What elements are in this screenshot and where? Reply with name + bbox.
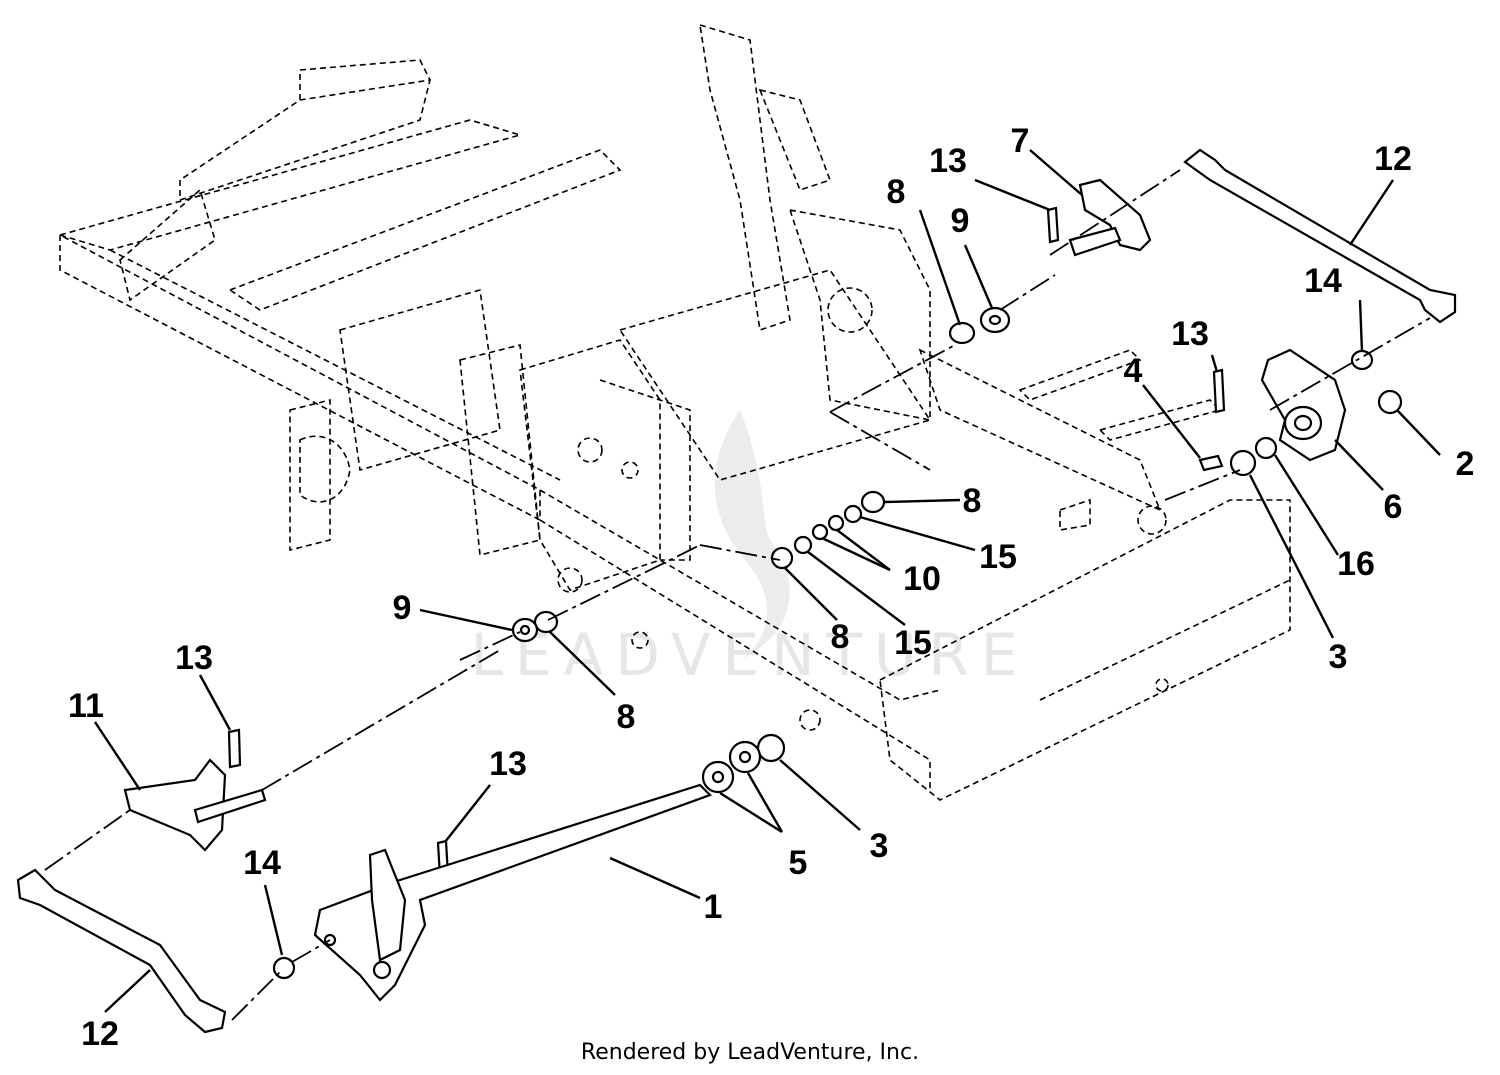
part-12-rod-left (16, 868, 227, 1034)
part-5-washer-b (728, 740, 762, 774)
part-8-bushing-c (770, 546, 794, 570)
part-3-bushing-lower (756, 733, 786, 763)
callout-13: 13 (489, 745, 527, 783)
callout-15: 15 (979, 538, 1017, 576)
callout-14: 14 (243, 844, 281, 882)
part-6-bearing-plate (1260, 348, 1347, 462)
callout-14: 14 (1304, 262, 1342, 300)
part-10-washer-a (827, 514, 845, 532)
callout-10: 10 (903, 560, 941, 598)
part-13-pin-mid (1212, 368, 1226, 414)
part-9-washer-a (979, 306, 1011, 334)
callout-2: 2 (1456, 445, 1475, 483)
callouts: 12 13 7 8 9 14 13 4 2 6 8 16 15 10 3 9 8… (68, 122, 1474, 1053)
part-1-rockshaft (313, 783, 713, 1002)
callout-12: 12 (1374, 140, 1412, 178)
part-12-rod-right (1183, 148, 1457, 324)
part-2-ring (1377, 389, 1403, 415)
part-11-bracket (123, 758, 227, 852)
part-15-washer-a (843, 504, 863, 524)
part-7-bracket (1078, 178, 1152, 252)
watermark-text: LEADVENTURE (471, 621, 1030, 689)
part-3-bushing-upper (1229, 449, 1257, 477)
callout-8: 8 (617, 698, 636, 736)
part-16-washer (1254, 436, 1278, 460)
leader-lines (93, 149, 1441, 1013)
part-5-washer-a (701, 760, 735, 794)
callout-1: 1 (704, 888, 723, 926)
callout-5: 5 (789, 844, 808, 882)
callout-8: 8 (887, 173, 906, 211)
footer-credit: Rendered by LeadVenture, Inc. (580, 1040, 920, 1065)
callout-9: 9 (393, 589, 412, 627)
part-13-pin-left (227, 728, 242, 769)
callout-13: 13 (175, 639, 213, 677)
part-4-key (1198, 454, 1224, 472)
part-8-bushing-b (860, 490, 886, 514)
callout-4: 4 (1124, 352, 1143, 390)
part-10-washer-b (811, 523, 829, 541)
watermark: LEADVENTURE (471, 410, 1030, 689)
parts (16, 148, 1457, 1034)
callout-13: 13 (1171, 315, 1209, 353)
assembly-centerlines (44, 169, 1431, 1021)
callout-7: 7 (1011, 122, 1030, 160)
part-9-washer-b (511, 617, 539, 643)
callout-9: 9 (951, 202, 970, 240)
callout-16: 16 (1337, 545, 1375, 583)
callout-15: 15 (894, 624, 932, 662)
callout-8: 8 (831, 618, 850, 656)
callout-3: 3 (870, 827, 889, 865)
part-13-pin-top (1046, 206, 1060, 244)
callout-13: 13 (929, 142, 967, 180)
part-8-bushing-a (948, 321, 976, 345)
part-8-bushing-d (533, 610, 559, 634)
callout-11: 11 (68, 687, 104, 725)
part-15-washer-b (793, 535, 813, 555)
callout-12: 12 (81, 1015, 119, 1053)
callout-8: 8 (963, 482, 982, 520)
tractor-frame (57, 23, 1291, 801)
callout-3: 3 (1329, 638, 1348, 676)
callout-6: 6 (1384, 488, 1403, 526)
watermark-flame-icon (714, 410, 790, 660)
